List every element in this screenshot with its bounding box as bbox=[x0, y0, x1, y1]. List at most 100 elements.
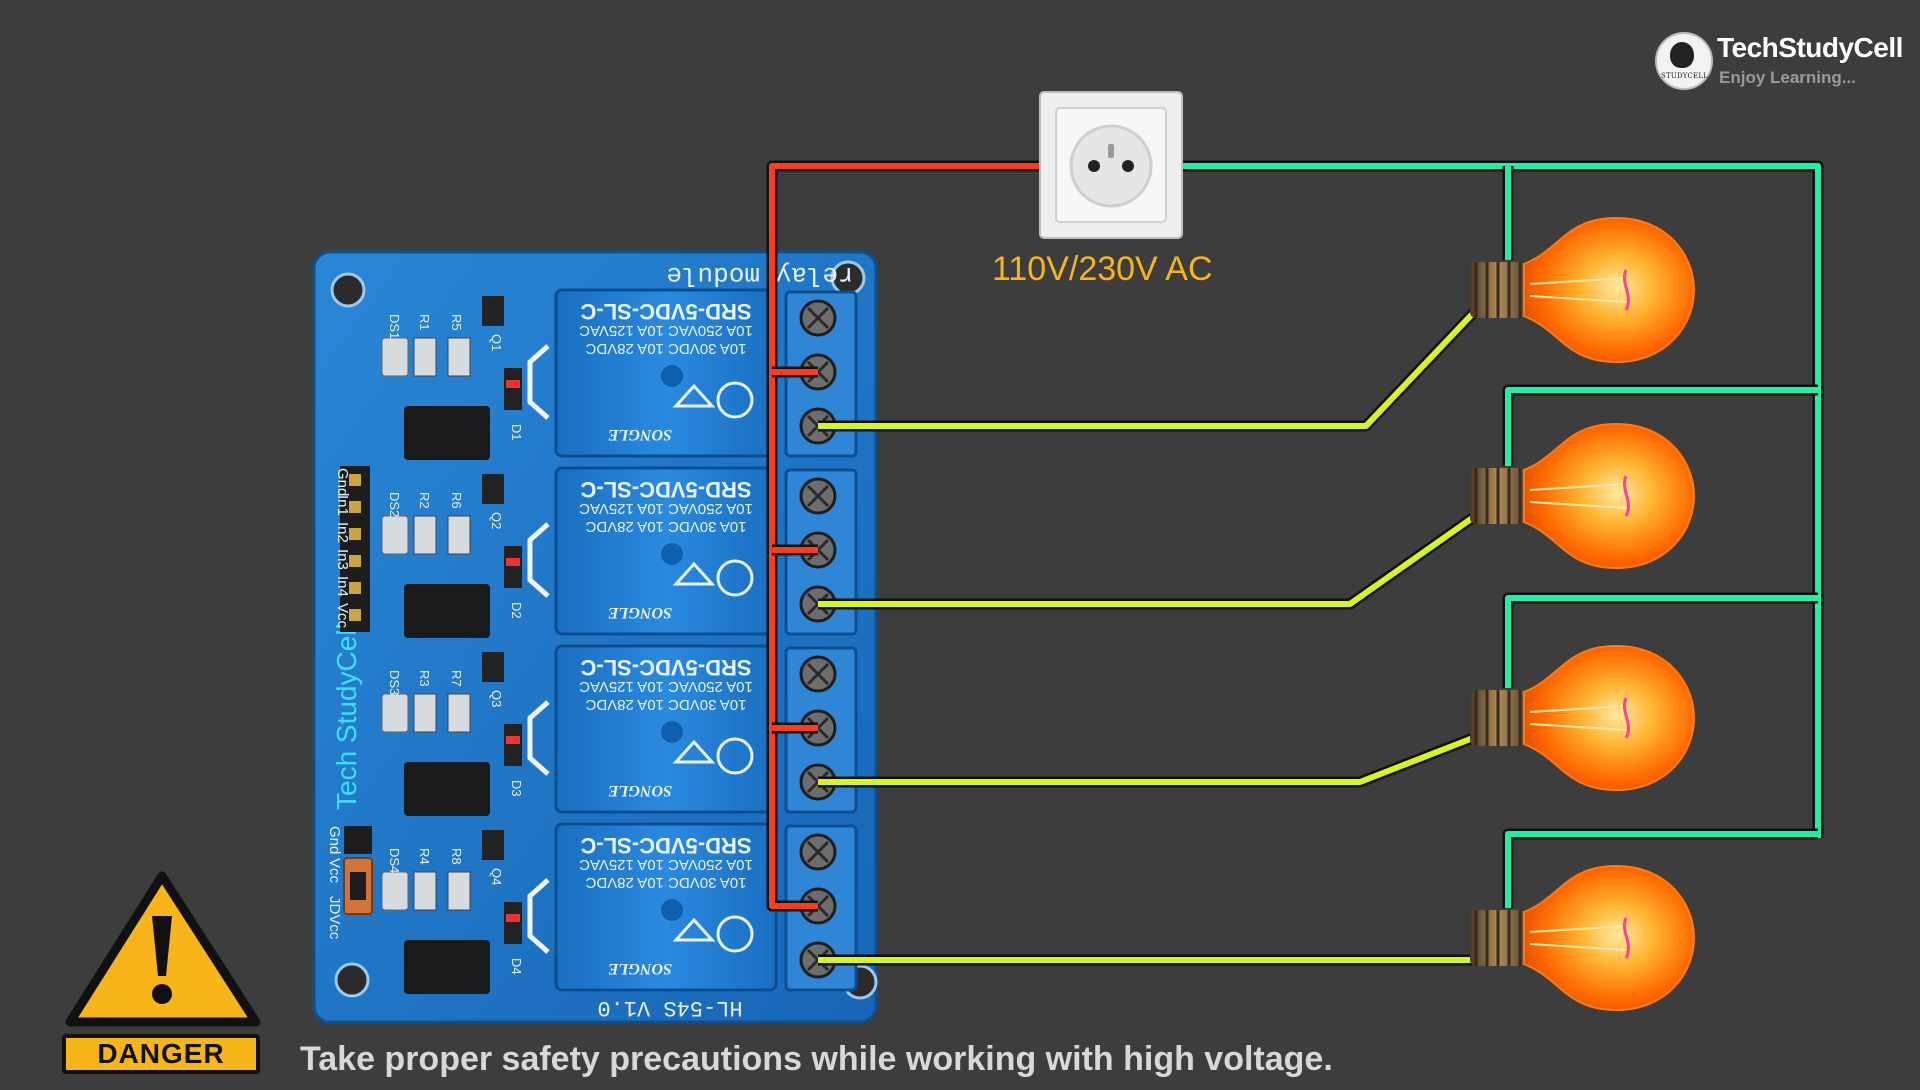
bulb-wire-lead bbox=[1529, 483, 1627, 509]
silkscreen-bracket bbox=[527, 344, 550, 420]
status-led bbox=[381, 871, 409, 911]
light-bulb bbox=[1470, 216, 1696, 364]
bulb-glass bbox=[1523, 864, 1696, 1012]
brand-name: TechStudyCell bbox=[1717, 32, 1903, 63]
relay-rating: 10A 30VDC 10A 28VDC bbox=[585, 340, 746, 357]
light-bulb bbox=[1470, 864, 1696, 1012]
component-label: D3 bbox=[509, 780, 524, 797]
header-pin bbox=[349, 609, 361, 621]
component-label: D1 bbox=[509, 424, 524, 441]
resistor bbox=[447, 337, 471, 377]
bulb-wire-lead bbox=[1529, 277, 1627, 303]
resistor bbox=[413, 337, 437, 377]
bulb-wire-lead bbox=[1529, 705, 1627, 731]
triangle-mark-icon bbox=[672, 917, 716, 942]
component-label: Q2 bbox=[489, 512, 504, 529]
exclamation-dot bbox=[152, 984, 172, 1004]
screw-slot-icon bbox=[806, 306, 830, 330]
silkscreen-bracket bbox=[527, 522, 550, 598]
head-icon bbox=[1670, 42, 1694, 68]
module-model-text: HL-54S V1.0 bbox=[597, 995, 742, 1020]
ac-socket bbox=[1039, 91, 1183, 239]
relay-model: SRD-5VDC-SL-C bbox=[580, 655, 751, 680]
live-wire bbox=[769, 163, 1094, 909]
component-label: R1 bbox=[417, 314, 432, 331]
component-label: DS1 bbox=[387, 314, 402, 339]
optocoupler bbox=[404, 406, 490, 460]
optocoupler bbox=[404, 584, 490, 638]
relay-module: relay module Tech StudyCell HL-54S V1.0 … bbox=[312, 250, 878, 1024]
relay-maker: SONGLE bbox=[608, 960, 672, 977]
relay-mark bbox=[661, 899, 683, 921]
screw-slot-icon bbox=[806, 840, 830, 864]
socket-hole-right bbox=[1122, 160, 1134, 172]
relay-mark bbox=[661, 543, 683, 565]
pin-label: Vcc bbox=[334, 603, 351, 629]
jumper-label: Gnd bbox=[326, 826, 343, 854]
relay-model: SRD-5VDC-SL-C bbox=[580, 477, 751, 502]
transistor bbox=[482, 474, 504, 504]
component-label: R4 bbox=[417, 848, 432, 865]
danger-label: DANGER bbox=[62, 1034, 260, 1074]
relay-mark bbox=[661, 721, 683, 743]
jumper-label: JDVcc bbox=[326, 896, 343, 940]
relay-model: SRD-5VDC-SL-C bbox=[580, 833, 751, 858]
bulb-filament bbox=[1623, 917, 1631, 959]
brand-tagline: Enjoy Learning... bbox=[1719, 68, 1856, 87]
jdvcc-jumper bbox=[343, 826, 373, 915]
component-label: R5 bbox=[449, 314, 464, 331]
cqc-mark bbox=[716, 915, 754, 953]
light-bulb bbox=[1470, 644, 1696, 792]
load-wire bbox=[818, 305, 1481, 429]
transistor bbox=[482, 652, 504, 682]
socket-face bbox=[1069, 124, 1153, 208]
load-wire bbox=[818, 511, 1480, 607]
input-pin-header bbox=[340, 466, 370, 632]
relay-model: SRD-5VDC-SL-C bbox=[580, 299, 751, 324]
brand-logo-text: STUDYCELL bbox=[1661, 72, 1709, 80]
component-label: DS3 bbox=[387, 670, 402, 695]
socket-voltage-label: 110V/230V AC bbox=[992, 250, 1213, 288]
optocoupler bbox=[404, 762, 490, 816]
component-label: R3 bbox=[417, 670, 432, 687]
component-label: R7 bbox=[449, 670, 464, 687]
wires bbox=[766, 160, 1824, 966]
resistor bbox=[447, 693, 471, 733]
pin-label: Gnd bbox=[334, 468, 351, 496]
bulb-glass bbox=[1523, 422, 1696, 570]
bulb-filament bbox=[1623, 269, 1631, 311]
transistor bbox=[482, 296, 504, 326]
component-label: R8 bbox=[449, 848, 464, 865]
diode bbox=[504, 902, 522, 944]
brand-logo-icon: STUDYCELL bbox=[1655, 32, 1713, 90]
bulb-glass bbox=[1523, 216, 1696, 364]
safety-message: Take proper safety precautions while wor… bbox=[300, 1040, 1333, 1078]
component-label: D2 bbox=[509, 602, 524, 619]
mounting-hole bbox=[330, 272, 366, 308]
diode bbox=[504, 368, 522, 410]
component-label: DS2 bbox=[387, 492, 402, 517]
socket-hole-left bbox=[1088, 160, 1100, 172]
brand-logo: STUDYCELL TechStudyCell Enjoy Learning..… bbox=[1655, 32, 1903, 92]
pin-label: In1 bbox=[334, 495, 351, 516]
resistor bbox=[413, 515, 437, 555]
component-label: D4 bbox=[509, 958, 524, 975]
pin-label: In3 bbox=[334, 549, 351, 570]
resistor bbox=[447, 871, 471, 911]
relay-rating: 10A 250VAC 10A 125VAC bbox=[579, 678, 753, 695]
load-wire bbox=[818, 733, 1480, 785]
module-header-text: relay module bbox=[666, 260, 853, 290]
resistor bbox=[447, 515, 471, 555]
status-led bbox=[381, 693, 409, 733]
danger-sign bbox=[65, 871, 261, 1027]
diode-band bbox=[506, 736, 520, 744]
module-brand-text: Tech StudyCell bbox=[331, 623, 362, 810]
bulbs bbox=[1470, 216, 1696, 1012]
pin-label: In4 bbox=[334, 576, 351, 597]
transistor bbox=[482, 830, 504, 860]
cqc-mark bbox=[716, 737, 754, 775]
